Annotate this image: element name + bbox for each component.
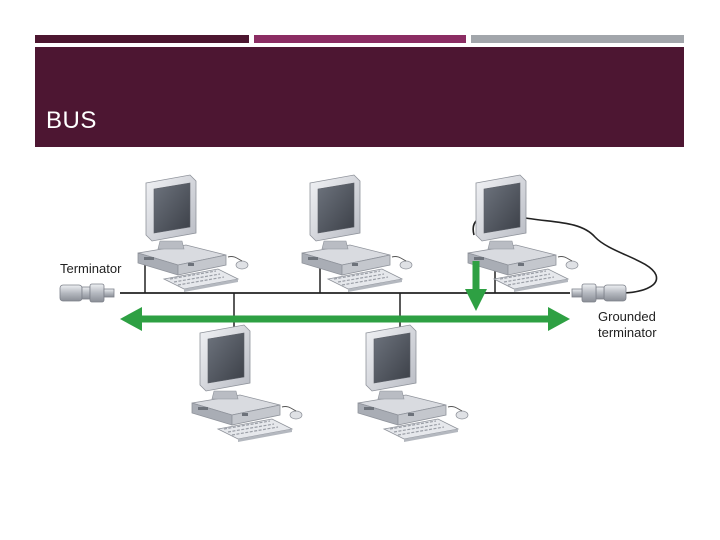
grounded-terminator-label-line2: terminator (598, 325, 657, 340)
computer-icon (301, 174, 413, 293)
grounded-terminator-label-line1: Grounded (598, 309, 656, 324)
grounded-terminator-icon (571, 283, 627, 303)
computer-icon (357, 324, 469, 443)
terminator-icon (59, 283, 115, 303)
slide-title: BUS (46, 107, 97, 134)
send-arrow-head (465, 289, 487, 311)
bus-diagram-svg: Terminator Grounded terminator (59, 174, 658, 443)
bus-topology-diagram: Terminator Grounded terminator (50, 165, 680, 450)
header-stripe-magenta (254, 35, 466, 43)
header-stripe-gray (471, 35, 684, 43)
computer-icon (137, 174, 249, 293)
header-stripe-dark (35, 35, 249, 43)
signal-arrow-right-head (548, 307, 570, 331)
terminator-label: Terminator (60, 261, 122, 276)
computer-icon (191, 324, 303, 443)
computer-icon (467, 174, 579, 293)
signal-arrow-left-head (120, 307, 142, 331)
title-band: BUS (35, 47, 684, 147)
